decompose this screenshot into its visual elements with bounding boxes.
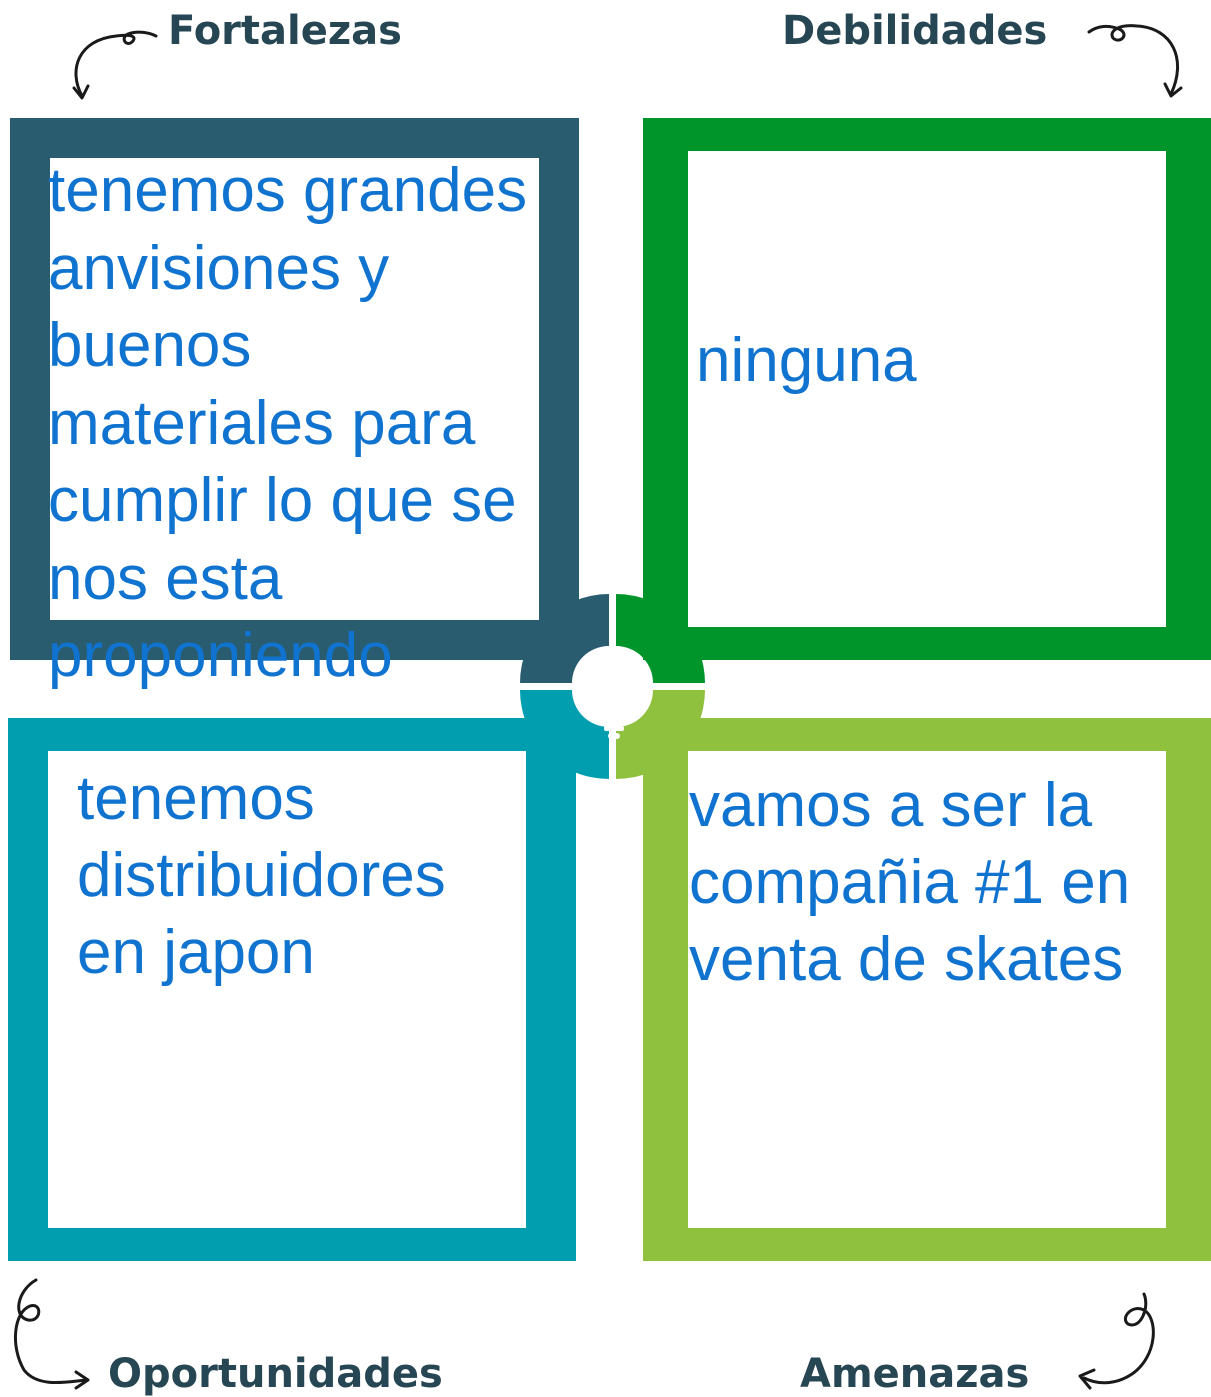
amenazas-text: vamos a ser la compañia #1 en venta de s… xyxy=(689,767,1130,998)
text-line: proponiendo xyxy=(48,621,393,690)
debilidades-box xyxy=(643,118,1211,660)
text-line: nos esta xyxy=(48,543,283,613)
text-line: tenemos xyxy=(77,764,315,833)
fortalezas-text: tenemos grandes anvisiones y buenos mate… xyxy=(48,152,527,695)
text-line: buenos xyxy=(48,311,252,380)
debilidades-heading: Debilidades xyxy=(782,8,1048,54)
text-line: materiales para xyxy=(48,388,476,458)
amenazas-box xyxy=(643,718,1211,1261)
hub-segment-oportunidades xyxy=(520,690,609,779)
lightbulb-icon xyxy=(589,661,639,739)
curly-arrow-icon xyxy=(13,1278,90,1390)
hub-segment-debilidades xyxy=(616,594,705,683)
oportunidades-heading: Oportunidades xyxy=(108,1351,443,1397)
hub-segment-amenazas xyxy=(616,690,705,779)
curly-arrow-icon xyxy=(1078,1292,1155,1390)
text-line: tenemos grandes xyxy=(48,156,528,225)
curly-arrow-icon xyxy=(1087,24,1183,98)
text-line: compañia #1 en xyxy=(689,848,1131,917)
curly-arrow-icon xyxy=(72,30,158,100)
oportunidades-text: tenemos distribuidores en japon xyxy=(77,760,446,991)
text-line: ninguna xyxy=(696,326,917,395)
text-line: vamos a ser la xyxy=(689,771,1093,840)
text-line: cumplir lo que se xyxy=(48,466,517,535)
text-line: anvisiones y xyxy=(48,233,390,303)
oportunidades-box xyxy=(8,718,576,1261)
fortalezas-box xyxy=(10,118,579,660)
center-hub xyxy=(520,594,705,779)
text-line: en japon xyxy=(77,918,315,987)
text-line: distribuidores xyxy=(77,841,446,910)
amenazas-heading: Amenazas xyxy=(800,1351,1030,1397)
text-line: venta de skates xyxy=(689,925,1124,994)
fortalezas-heading: Fortalezas xyxy=(168,8,402,54)
debilidades-text: ninguna xyxy=(696,322,917,399)
hub-segment-fortalezas xyxy=(520,594,609,683)
